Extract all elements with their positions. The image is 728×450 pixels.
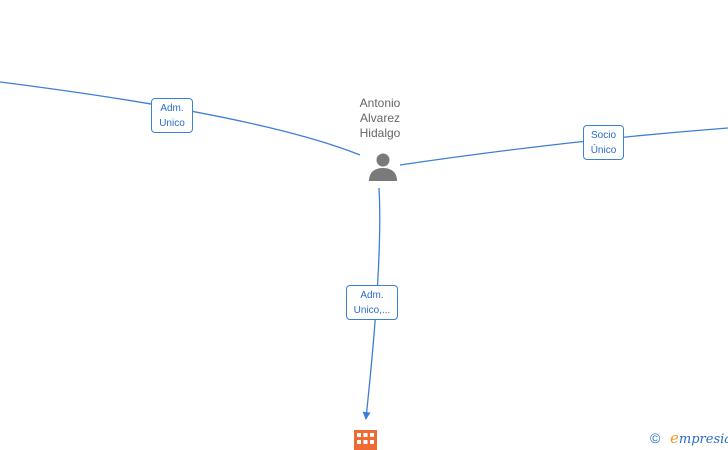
building-icon[interactable] [353,428,378,450]
person-name[interactable]: Antonio Alvarez Hidalgo [330,96,430,141]
edge-label-line: Adm. [160,103,184,114]
copyright-symbol: © [650,430,661,446]
edge-right [399,127,728,166]
edge-label-line: Adm. [360,290,384,301]
edge-label-line: Unico,... [353,305,391,316]
person-name-line: Hidalgo [359,126,401,140]
edge-label-line: Unico [159,118,185,129]
edge-label-left[interactable]: Adm. Unico [151,98,193,133]
brand-logo: empresia [670,430,728,448]
person-icon[interactable] [368,152,398,182]
person-name-line: Alvarez [359,111,400,125]
edge-label-line: Socio [590,130,616,141]
edge-label-right[interactable]: Socio Único [583,125,624,160]
edge-label-bottom[interactable]: Adm. Unico,... [346,285,398,320]
person-name-line: Antonio [359,96,401,110]
edge-left [0,81,361,156]
edge-bottom [362,187,381,420]
brand-logo-text: mpresia [678,432,728,447]
edge-label-line: Único [590,145,617,156]
brand-logo-initial: e [670,429,679,447]
